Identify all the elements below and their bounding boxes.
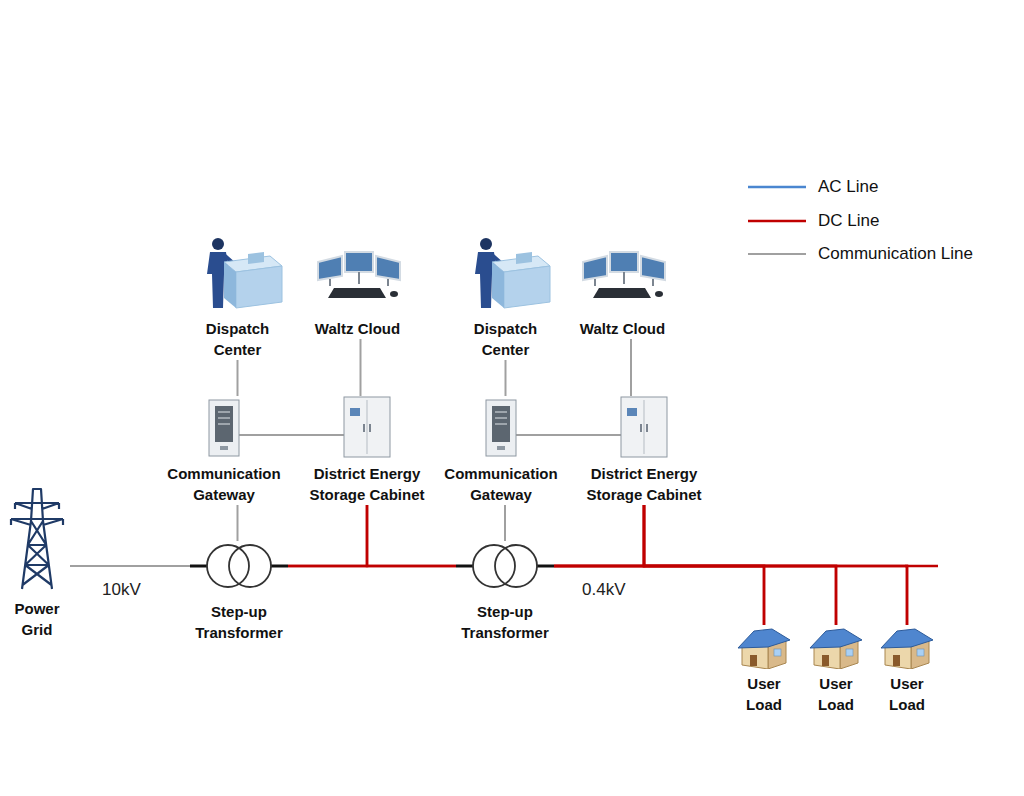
transformer-icon xyxy=(190,541,288,591)
node-label: Waltz Cloud xyxy=(565,318,680,339)
transformer-node: Step-up Transformer xyxy=(190,541,288,643)
dispatch-center-icon xyxy=(458,232,553,310)
user-load-icon xyxy=(734,625,794,669)
communication-line xyxy=(630,339,632,396)
storage-cabinet-node: District Energy Storage Cabinet xyxy=(582,396,706,505)
legend-comm-sample xyxy=(748,253,806,255)
dispatch-center-icon xyxy=(190,232,285,310)
storage-cabinet-icon xyxy=(306,396,428,458)
voltage-label: 0.4kV xyxy=(580,580,627,600)
gateway-unit-icon xyxy=(440,396,562,458)
node-label: Dispatch Center xyxy=(458,318,553,360)
voltage-label: 10kV xyxy=(100,580,143,600)
transformer-icon xyxy=(456,541,554,591)
communication-line xyxy=(505,360,507,396)
user-load-node: User Load xyxy=(734,625,794,715)
dc-line xyxy=(554,505,644,566)
power-grid-icon xyxy=(4,485,70,590)
node-label: Communication Gateway xyxy=(163,463,285,505)
communication-line xyxy=(237,360,239,396)
user-load-icon xyxy=(806,625,866,669)
storage-cabinet-icon xyxy=(582,396,706,458)
node-label: Step-up Transformer xyxy=(456,601,554,643)
node-label: Step-up Transformer xyxy=(190,601,288,643)
legend-dc-sample xyxy=(748,220,806,223)
dc-line xyxy=(644,505,907,625)
communication-line xyxy=(285,434,306,436)
node-label: District Energy Storage Cabinet xyxy=(582,463,706,505)
user-load-node: User Load xyxy=(806,625,866,715)
node-label: Communication Gateway xyxy=(440,463,562,505)
gateway-unit-node: Communication Gateway xyxy=(163,396,285,505)
dc-line xyxy=(367,505,456,566)
dc-line xyxy=(554,566,836,625)
dispatch-center-node: Dispatch Center xyxy=(190,232,285,360)
communication-line xyxy=(360,339,362,396)
cloud-platform-icon xyxy=(300,248,415,304)
cloud-platform-node: Waltz Cloud xyxy=(565,248,680,339)
communication-line xyxy=(562,434,582,436)
dc-line xyxy=(554,566,764,625)
dispatch-center-node: Dispatch Center xyxy=(458,232,553,360)
dc-line xyxy=(554,566,907,625)
communication-line xyxy=(237,505,239,541)
node-label: Waltz Cloud xyxy=(300,318,415,339)
user-load-node: User Load xyxy=(877,625,937,715)
node-label: User Load xyxy=(734,673,794,715)
cloud-platform-node: Waltz Cloud xyxy=(300,248,415,339)
node-label: Dispatch Center xyxy=(190,318,285,360)
gateway-unit-node: Communication Gateway xyxy=(440,396,562,505)
legend-text: DC Line xyxy=(818,211,879,231)
legend-text: Communication Line xyxy=(818,244,973,264)
node-label: District Energy Storage Cabinet xyxy=(306,463,428,505)
storage-cabinet-node: District Energy Storage Cabinet xyxy=(306,396,428,505)
communication-line xyxy=(70,565,190,567)
cloud-platform-icon xyxy=(565,248,680,304)
node-label: User Load xyxy=(806,673,866,715)
transformer-node: Step-up Transformer xyxy=(456,541,554,643)
legend-ac-sample xyxy=(748,186,806,189)
dc-line xyxy=(288,505,367,566)
power-grid-node: Power Grid xyxy=(4,485,70,640)
bus-end-stub xyxy=(905,565,938,568)
communication-line xyxy=(504,505,506,541)
node-label: Power Grid xyxy=(4,598,70,640)
gateway-unit-icon xyxy=(163,396,285,458)
legend-text: AC Line xyxy=(818,177,878,197)
node-label: User Load xyxy=(877,673,937,715)
user-load-icon xyxy=(877,625,937,669)
